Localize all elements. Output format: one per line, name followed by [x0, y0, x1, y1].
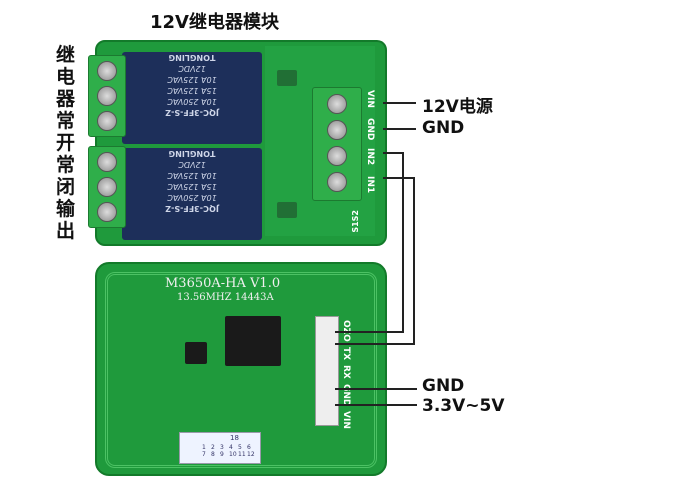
jumper-label: S1S2	[351, 210, 360, 233]
ic-chip	[185, 342, 207, 364]
label-gnd-bottom: GND	[422, 376, 465, 396]
wire-gnd-top	[383, 128, 416, 130]
rfid-board: M3650A-HA V1.0 13.56MHZ 14443A OZO TX RX…	[95, 262, 387, 476]
output-terminal-1	[88, 55, 126, 137]
label-supply-voltage: 3.3V~5V	[422, 396, 505, 416]
input-terminal-block	[312, 87, 362, 201]
wire-in1	[335, 343, 415, 345]
pin-label-gnd: GND	[341, 383, 351, 407]
pin-label-ozo: OZO	[341, 320, 351, 342]
antenna-coil	[105, 272, 377, 468]
wire-power	[383, 102, 416, 104]
pin-header	[315, 316, 339, 426]
label-gnd-top: GND	[422, 118, 465, 138]
diagram-title: 12V继电器模块	[150, 12, 279, 33]
pin-label-in1: IN1	[365, 176, 375, 194]
ic-chip	[225, 316, 281, 366]
wire-in1	[383, 177, 415, 179]
pin-label-rx: RX	[341, 364, 351, 379]
wire-in2	[402, 152, 404, 332]
pin-label-in2: IN2	[365, 148, 375, 166]
label-12v-power: 12V电源	[422, 97, 493, 117]
pin-label-gnd: GND	[365, 118, 375, 141]
wire-in2	[335, 331, 404, 333]
wire-in1	[413, 177, 415, 345]
wire-in2	[383, 152, 403, 154]
pin-label-vin: VIN	[365, 90, 375, 108]
pin-label-tx: TX	[341, 346, 351, 360]
wire-supply	[335, 404, 417, 406]
output-terminal-2	[88, 146, 126, 228]
relay-output-label: 继电器常开常闭输出	[56, 44, 76, 242]
rfid-model: M3650A-HA V1.0	[165, 276, 281, 291]
pin-label-vin: VIN	[341, 411, 351, 430]
rfid-spec: 13.56MHZ 14443A	[177, 292, 274, 303]
wire-gnd-bottom	[335, 388, 417, 390]
sticker-number: 18	[230, 434, 239, 442]
